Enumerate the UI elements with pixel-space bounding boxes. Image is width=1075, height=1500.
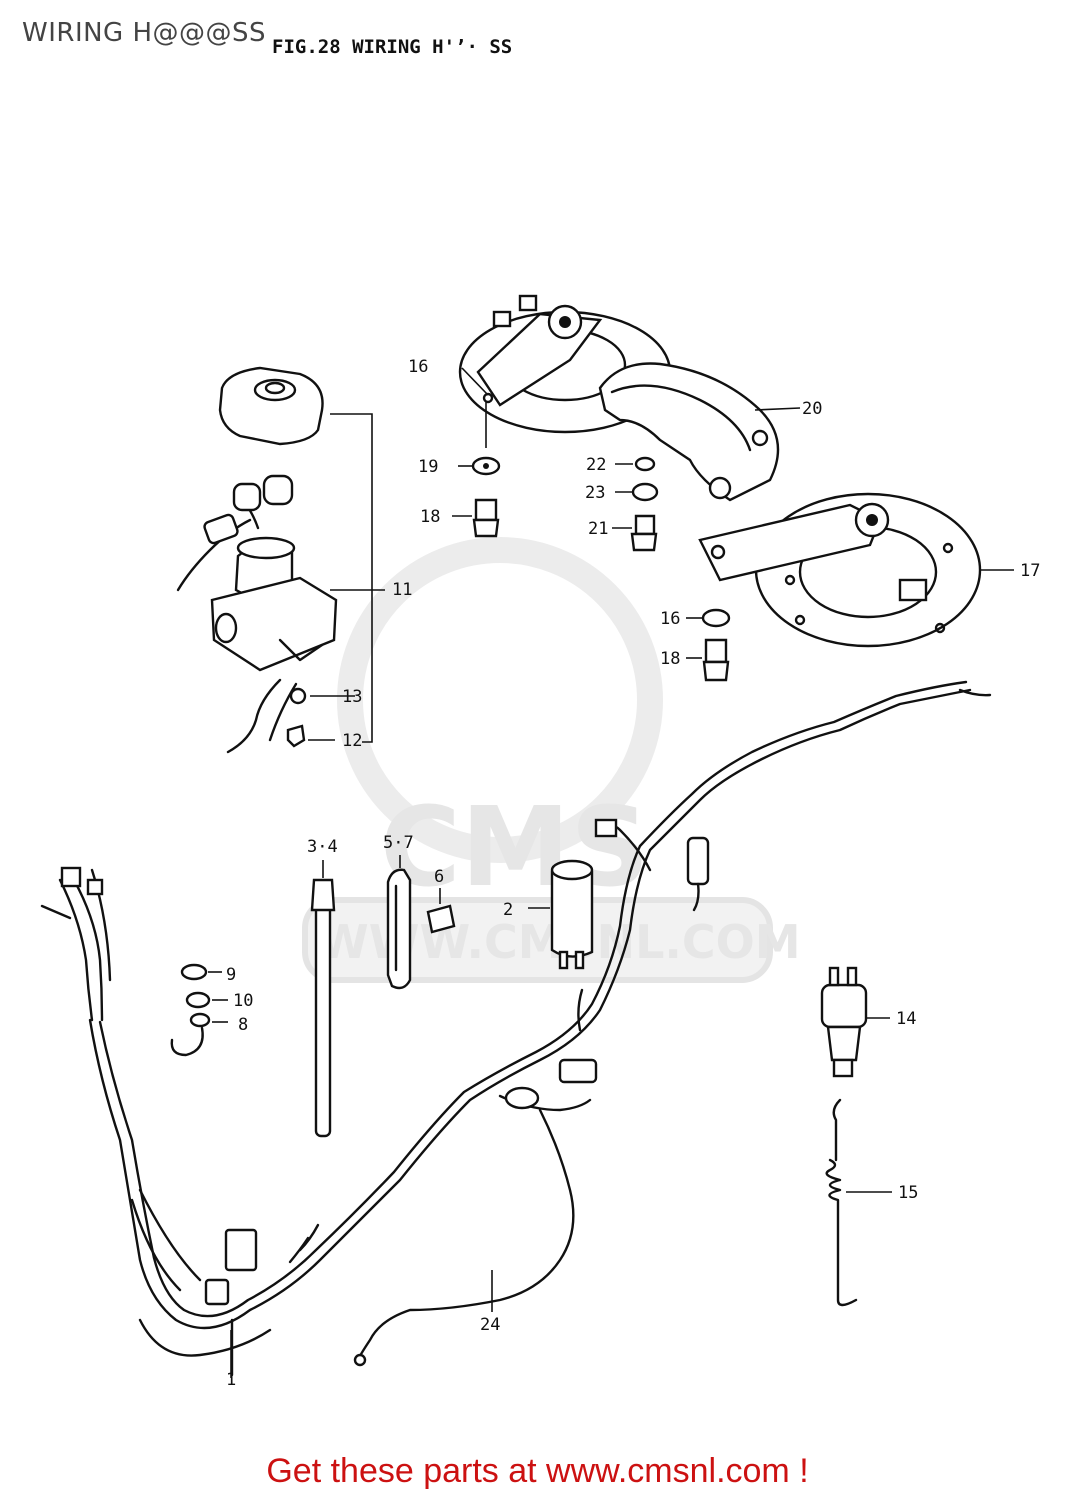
stop-switch <box>820 966 890 1078</box>
callout-10: 10 <box>233 991 253 1011</box>
leader-bracket <box>308 413 385 743</box>
callout-18-lower: 18 <box>660 649 680 669</box>
callout-9: 9 <box>226 965 236 985</box>
callout-12: 12 <box>342 731 362 751</box>
callout-3-4: 3·4 <box>307 837 338 857</box>
main-harness <box>40 680 992 1378</box>
cable-clamp <box>386 855 456 990</box>
callout-11: 11 <box>392 580 412 600</box>
callout-1: 1 <box>226 1370 236 1390</box>
callout-24: 24 <box>480 1315 500 1335</box>
callout-14: 14 <box>896 1009 916 1029</box>
callout-16-lower: 16 <box>660 609 680 629</box>
page-title: WIRING H@@@SS <box>22 18 267 48</box>
figure-title: FIG.28 WIRING H'’· SS <box>272 36 513 58</box>
return-spring <box>825 1098 892 1307</box>
callout-19: 19 <box>418 457 438 477</box>
watermark-logo: CMS <box>380 783 649 911</box>
fasteners <box>452 456 731 682</box>
horn-lower <box>698 492 1014 648</box>
callout-20: 20 <box>802 399 822 419</box>
harness-strap <box>310 860 336 1138</box>
ignition-switch <box>176 366 338 754</box>
callout-2: 2 <box>503 900 513 920</box>
callout-5-7: 5·7 <box>383 833 414 853</box>
callout-15: 15 <box>898 1183 918 1203</box>
callout-22: 22 <box>586 455 606 475</box>
callout-23: 23 <box>585 483 605 503</box>
hook-fastener <box>170 963 228 1057</box>
callout-8: 8 <box>238 1015 248 1035</box>
parts-diagram: CMS WWW.CMSNL.COM <box>40 294 1040 1390</box>
callout-18-upper: 18 <box>420 507 440 527</box>
callout-6: 6 <box>434 867 444 887</box>
callout-16-upper: 16 <box>408 357 428 377</box>
horn-bracket <box>598 362 801 502</box>
callout-21: 21 <box>588 519 608 539</box>
relay-cylinder <box>528 859 594 970</box>
callout-labels: 1 2 3·4 5·7 6 8 9 10 11 12 13 14 15 16 1… <box>226 357 1040 1390</box>
callout-17: 17 <box>1020 561 1040 581</box>
callout-13: 13 <box>342 687 362 707</box>
lead-wire-24 <box>353 1108 575 1367</box>
footer-link[interactable]: Get these parts at www.cmsnl.com ! <box>266 1452 809 1490</box>
